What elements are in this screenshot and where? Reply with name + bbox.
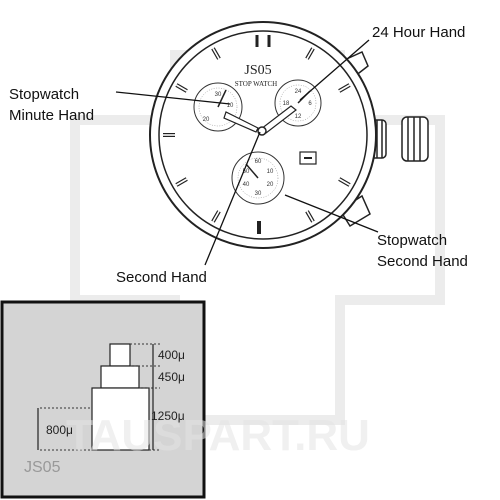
label-24-hour-hand: 24 Hour Hand <box>372 24 465 41</box>
dimension-body: 1250μ <box>151 409 185 423</box>
hour-index-inner <box>306 210 314 223</box>
label-stopwatch-second-hand: Second Hand <box>377 253 468 270</box>
date-window <box>299 151 317 165</box>
second-register-num: 40 <box>243 182 250 188</box>
inset-model-label: JS05 <box>24 459 61 476</box>
label-second-hand: Second Hand <box>116 269 207 286</box>
dimension-shoulder: 450μ <box>158 370 185 384</box>
dimension-stem: 400μ <box>158 348 185 362</box>
hour-index-inner <box>338 178 351 186</box>
minute-register-num: 10 <box>227 103 234 109</box>
label-stopwatch-minute-hand: Minute Hand <box>9 107 94 124</box>
hour-index-inner <box>338 84 351 92</box>
hour-register-num: 18 <box>283 101 290 107</box>
second-register-num: 20 <box>267 182 274 188</box>
dial-brand: JS05 <box>244 63 271 78</box>
second-register-num: 10 <box>267 169 274 175</box>
hour-register-num: 12 <box>295 114 302 120</box>
hour-index-inner <box>212 47 220 60</box>
callout-lines <box>115 39 379 266</box>
second-register-num: 30 <box>255 191 262 197</box>
second-register-num: 50 <box>243 169 250 175</box>
hour-indices <box>163 35 351 234</box>
hour-register-num: 6 <box>308 101 312 107</box>
minute-register-num: 20 <box>203 117 210 123</box>
dial-subtitle: STOP WATCH <box>235 80 277 88</box>
hour-index-inner <box>212 210 220 223</box>
hour-index-inner <box>306 47 314 60</box>
dimensions-inset: 400μ 450μ 1250μ 800μ JS05 <box>0 300 206 499</box>
subdial-hand <box>245 163 259 179</box>
hour-index-inner <box>175 178 188 186</box>
hour-register-num: 24 <box>295 89 302 95</box>
subdial-hand <box>217 89 227 108</box>
second-register-num: 60 <box>255 159 262 165</box>
dimension-base: 800μ <box>46 423 73 437</box>
label-stopwatch-minute-hand: Stopwatch <box>9 86 79 103</box>
watermark-text: TAUSPART.RU <box>66 411 370 460</box>
hour-index-inner <box>175 84 188 92</box>
label-stopwatch-second-hand: Stopwatch <box>377 232 447 249</box>
minute-register-num: 30 <box>215 92 222 98</box>
